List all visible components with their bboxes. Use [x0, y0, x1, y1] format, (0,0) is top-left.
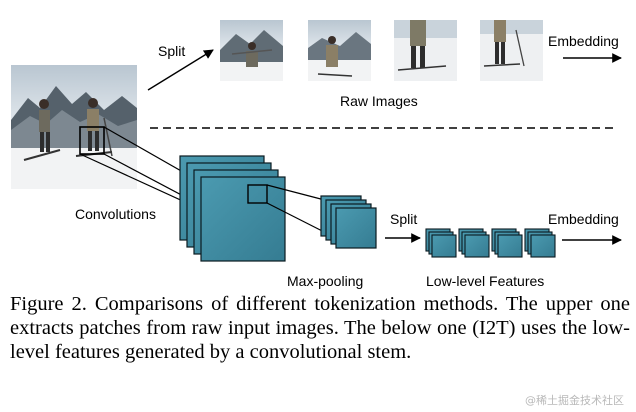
raw-image-patch	[220, 20, 283, 81]
tokenization-diagram: Split Raw Images Embedding	[11, 20, 622, 289]
raw-image-patch	[480, 20, 543, 81]
convolutions-label: Convolutions	[75, 206, 156, 222]
patch-selection-box	[79, 126, 105, 155]
feature-token	[491, 228, 523, 258]
feature-token	[524, 228, 556, 258]
raw-images-label: Raw Images	[340, 93, 418, 109]
low-level-features-label: Low-level Features	[426, 273, 544, 289]
raw-image-patch	[394, 20, 457, 81]
embedding-label-bottom: Embedding	[548, 211, 619, 227]
embedding-label-top: Embedding	[548, 33, 619, 49]
max-pooling-label: Max-pooling	[287, 273, 363, 289]
conv-feature-stack	[179, 155, 286, 262]
input-photo	[11, 65, 137, 189]
pooled-feature-stack	[320, 195, 377, 249]
conv-pooling-window	[247, 184, 268, 204]
split-label-top: Split	[158, 43, 185, 59]
raw-image-patch	[308, 20, 371, 81]
figure-caption: Figure 2. Comparisons of different token…	[10, 293, 630, 363]
split-arrow-top	[147, 49, 214, 91]
watermark: @稀土掘金技术社区	[525, 394, 624, 407]
feature-token	[458, 228, 490, 258]
split-label-bottom: Split	[390, 211, 417, 227]
feature-token	[425, 228, 457, 258]
